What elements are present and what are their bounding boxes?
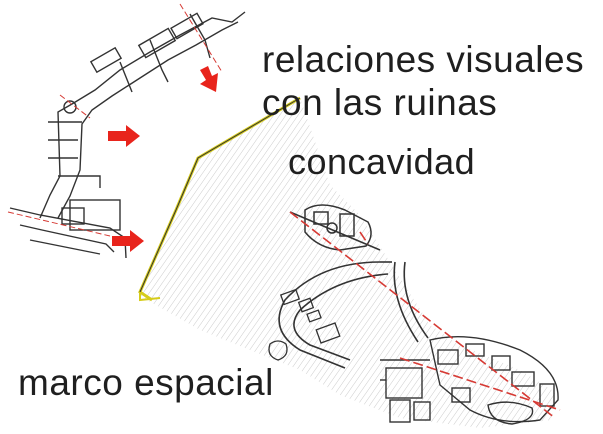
arrow-right-icon xyxy=(108,125,140,147)
sight-axes-upper xyxy=(7,3,223,237)
label-concavity: concavidad xyxy=(288,141,476,182)
concave-roads xyxy=(278,261,429,369)
label-spatial-frame: marco espacial xyxy=(18,362,274,403)
central-ruins xyxy=(289,204,381,251)
arrow-down-icon xyxy=(200,66,218,92)
label-visual-relations-line2: con las ruinas xyxy=(262,82,498,123)
small-structures xyxy=(268,288,341,361)
terrain-area xyxy=(140,98,555,428)
sight-axis-main xyxy=(289,211,561,419)
arrow-right-icon xyxy=(112,230,144,252)
label-visual-relations-line1: relaciones visuales xyxy=(262,39,585,80)
label-visual-relations: relaciones visuales con las ruinas xyxy=(262,38,584,124)
